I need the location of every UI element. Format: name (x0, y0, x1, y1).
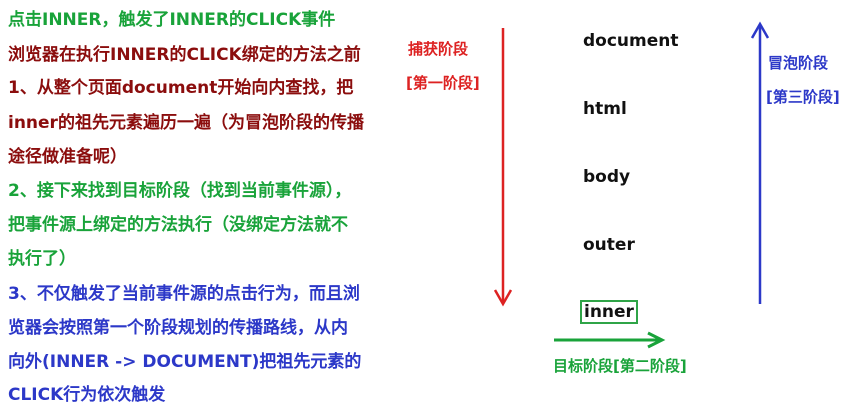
capture-phase-label: 捕获阶段 (408, 40, 469, 58)
node-html: html (583, 99, 627, 119)
node-outer: outer (583, 235, 635, 255)
intro-text: 浏览器在执行INNER的CLICK绑定的方法之前 (8, 45, 361, 65)
node-document: document (583, 31, 679, 51)
step3-line-2: 览器会按照第一个阶段规划的传播路线，从内 (8, 318, 348, 338)
step3-line-4: CLICK行为依次触发 (8, 385, 166, 405)
node-body: body (583, 167, 631, 187)
step2-line-1: 2、接下来找到目标阶段（找到当前事件源）， (8, 181, 352, 201)
step2-line-2: 把事件源上绑定的方法执行（没绑定方法就不 (8, 215, 348, 235)
step1-line-2: inner的祖先元素遍历一遍（为冒泡阶段的传播 (8, 113, 364, 133)
node-inner: inner (580, 300, 638, 324)
capture-phase-sub: [第一阶段] (406, 74, 480, 92)
bubble-phase-label: 冒泡阶段 (768, 54, 829, 72)
step1-line-1: 1、从整个页面document开始向内查找，把 (8, 78, 354, 98)
step2-line-3: 执行了） (8, 249, 76, 269)
target-arrow (554, 331, 666, 349)
step3-line-1: 3、不仅触发了当前事件源的点击行为，而且浏 (8, 284, 360, 304)
capture-arrow (493, 28, 513, 307)
step1-line-3: 途径做准备呢） (8, 147, 127, 167)
target-phase-label: 目标阶段[第二阶段] (553, 357, 687, 375)
title-text: 点击INNER，触发了INNER的CLICK事件 (8, 10, 336, 30)
step3-line-3: 向外(INNER -> DOCUMENT)把祖先元素的 (8, 352, 362, 372)
bubble-arrow (750, 21, 770, 304)
bubble-phase-sub: [第三阶段] (766, 88, 840, 106)
